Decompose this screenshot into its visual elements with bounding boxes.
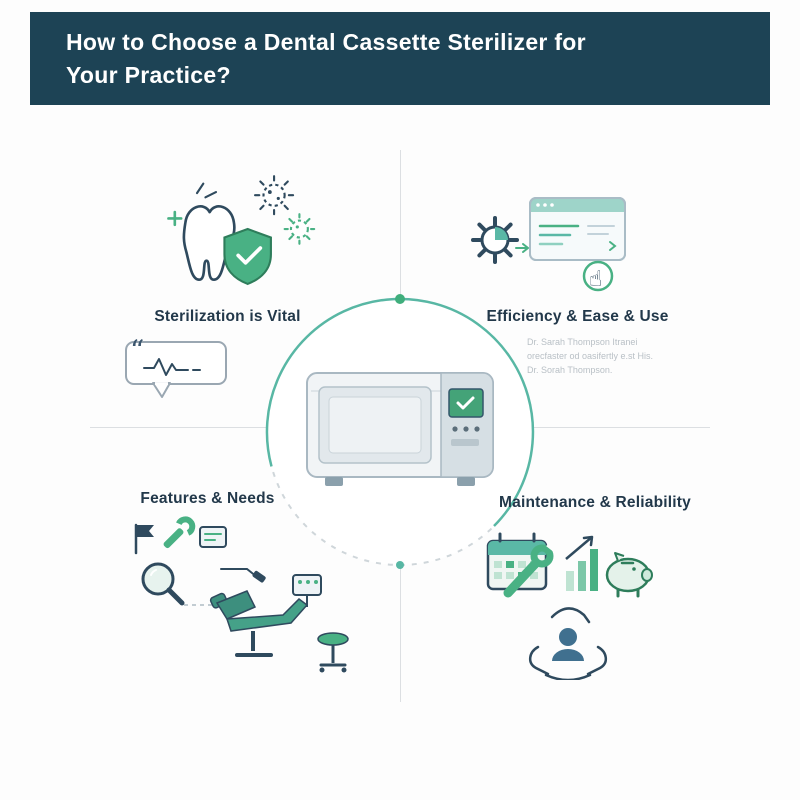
- piggy-bank-icon: [605, 552, 653, 598]
- header-banner: How to Choose a Dental Cassette Steriliz…: [30, 12, 770, 105]
- arrow-right-icon: [515, 243, 530, 253]
- growth-chart-icon: [565, 535, 598, 591]
- equipment-panel-icon: [292, 574, 322, 607]
- testimonial-text: Dr. Sarah Thompson Itranei orecfaster od…: [527, 336, 687, 378]
- gear-icon: [471, 216, 519, 264]
- sterilizer-illustration: [306, 372, 494, 486]
- virus-icon-green: [283, 213, 316, 245]
- ring-bottom-dot: [396, 561, 404, 569]
- shield-icon: [223, 227, 272, 286]
- flag-icon: [136, 525, 154, 537]
- testimonial-line: Dr. Sorah Thompson.: [527, 364, 613, 375]
- browser-window-icon: [529, 197, 626, 261]
- quote-mark-icon: “: [130, 334, 144, 367]
- maintenance-illustration: [486, 532, 653, 680]
- hand-cursor-icon: ☝: [582, 260, 614, 292]
- pulse-line-icon: [143, 358, 201, 376]
- label-efficiency: Efficiency & Ease & Use: [486, 308, 669, 325]
- certificate-card-icon: [199, 526, 227, 548]
- tooth-shield-icon: [167, 175, 316, 286]
- testimonial-line: orecfaster od oasifertly e.st His.: [527, 350, 654, 361]
- ring-top-dot: [395, 294, 405, 304]
- quote-bubble-pulse-icon: “: [125, 334, 227, 398]
- magnifier-icon: [141, 562, 185, 606]
- sparkle-icon: [167, 210, 183, 227]
- dental-lamp-icon: [252, 570, 266, 583]
- tools-icon: [134, 516, 227, 606]
- wrench-icon: [503, 537, 560, 598]
- dental-chair-icon: [209, 568, 349, 673]
- check-icon: [236, 246, 263, 265]
- check-icon: [456, 396, 475, 410]
- testimonial-line: Dr. Sarah Thompson Itranei: [527, 337, 638, 347]
- label-maintenance: Maintenance & Reliability: [499, 494, 691, 511]
- label-features: Features & Needs: [140, 490, 275, 507]
- label-sterilization: Sterilization is Vital: [154, 308, 301, 325]
- care-hands-icon: [529, 607, 607, 680]
- wrench-icon: [163, 516, 196, 549]
- page-title-line2: Your Practice?: [66, 61, 231, 88]
- efficiency-illustration: ☝: [471, 197, 626, 292]
- center-ring: [265, 294, 535, 569]
- page-title-line1: How to Choose a Dental Cassette Steriliz…: [66, 29, 586, 56]
- svg-text:☝: ☝: [589, 267, 602, 292]
- virus-icon: [254, 175, 295, 216]
- tooth-icon: [182, 205, 236, 282]
- dentist-stool-icon: [317, 632, 349, 673]
